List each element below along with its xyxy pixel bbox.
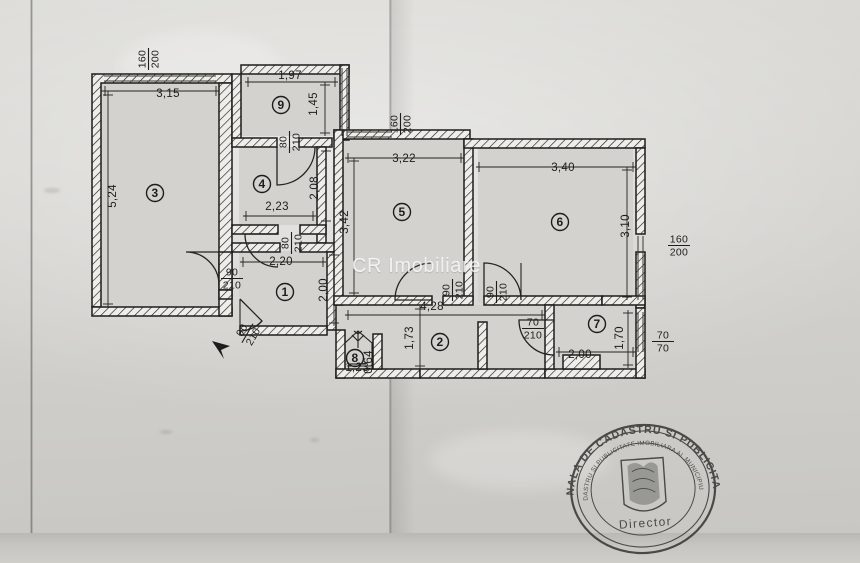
opening-width: 90 [226,267,238,279]
room-marker-9: 9 [271,95,291,115]
room-number: 2 [437,335,444,349]
room-number: 1 [282,285,289,299]
room-circle [145,183,165,203]
opening-height: 210 [293,234,305,252]
paper-fold-left [30,0,33,563]
windows [104,68,644,352]
room-marker-1: 1 [275,282,295,302]
opening-divider [241,323,254,344]
opening-width: 70 [657,330,669,342]
opening-height: 70 [657,343,669,355]
opening-height: 210 [498,283,510,301]
north-arrow-icon [212,341,230,359]
opening-height: 210 [291,133,303,151]
dimension-label: 1,23 [345,362,369,374]
room-number: 9 [278,98,285,112]
dimension-label: 2,08 [309,176,321,200]
room-circle [275,282,295,302]
opening-height: 200 [402,115,414,133]
dimension-labels: 3,15 5,24 1,97 1,45 2,23 2,08 2,20 2,00 3,22 3,42… [107,70,632,374]
room-circle [271,95,291,115]
interior-outlines [344,330,373,370]
room-number: 7 [594,317,601,331]
room-marker-7: 7 [587,314,607,334]
room-number: 3 [152,186,159,200]
dimension-label: 5,24 [107,184,119,208]
room-circle [430,332,450,352]
opening-width: 80 [278,136,290,148]
dimension-label: 3,10 [620,214,632,238]
room-number: 5 [399,205,406,219]
opening-width: 160 [670,234,688,246]
room-marker-8: 8 [345,348,365,368]
room-number-markers: 1 2 3 4 5 6 7 8 9 [145,95,607,368]
room-circle [550,212,570,232]
dimension-label: 1,45 [308,92,320,116]
opening-width: 160 [137,50,149,68]
dimension-lines [101,77,636,369]
opening-width: 90 [485,286,497,298]
opening-height: 200 [150,50,162,68]
room-marker-5: 5 [392,202,412,222]
dimension-label: 1,73 [404,326,416,350]
room-marker-3: 3 [145,183,165,203]
room-marker-2: 2 [430,332,450,352]
room-circle [587,314,607,334]
opening-width: 80 [280,237,292,249]
dimension-label: 3,42 [339,210,351,234]
door-swings [185,146,555,356]
dimension-label: 2,00 [568,349,592,361]
dimension-label: 3,22 [392,153,416,165]
opening-height: 200 [670,247,688,259]
opening-width: 90 [441,284,453,296]
opening-height: 210 [454,281,466,299]
dimension-label: 2,20 [269,256,293,268]
room-marker-4: 4 [252,174,272,194]
room-number: 8 [352,351,359,365]
opening-height: 210 [524,330,542,342]
dimension-label: 1,70 [614,326,626,350]
opening-width: 160 [389,115,401,133]
room-marker-6: 6 [550,212,570,232]
dimension-label: 0,64 [363,350,375,374]
paper-edge-bottom [0,533,860,563]
dimension-label: 4,28 [420,301,444,313]
dimension-label: 3,15 [156,88,180,100]
walls [91,64,646,379]
dimension-label: 2,23 [265,201,289,213]
opening-height: 210 [223,280,241,292]
room-number: 4 [259,177,266,191]
dimension-label: 3,40 [551,162,575,174]
room-circle [392,202,412,222]
opening-width: 70 [527,317,539,329]
dimension-label: 1,97 [278,70,302,82]
room-circle [345,348,365,368]
dimension-label: 2,00 [318,278,330,302]
room-circle [252,174,272,194]
room-number: 6 [557,215,564,229]
